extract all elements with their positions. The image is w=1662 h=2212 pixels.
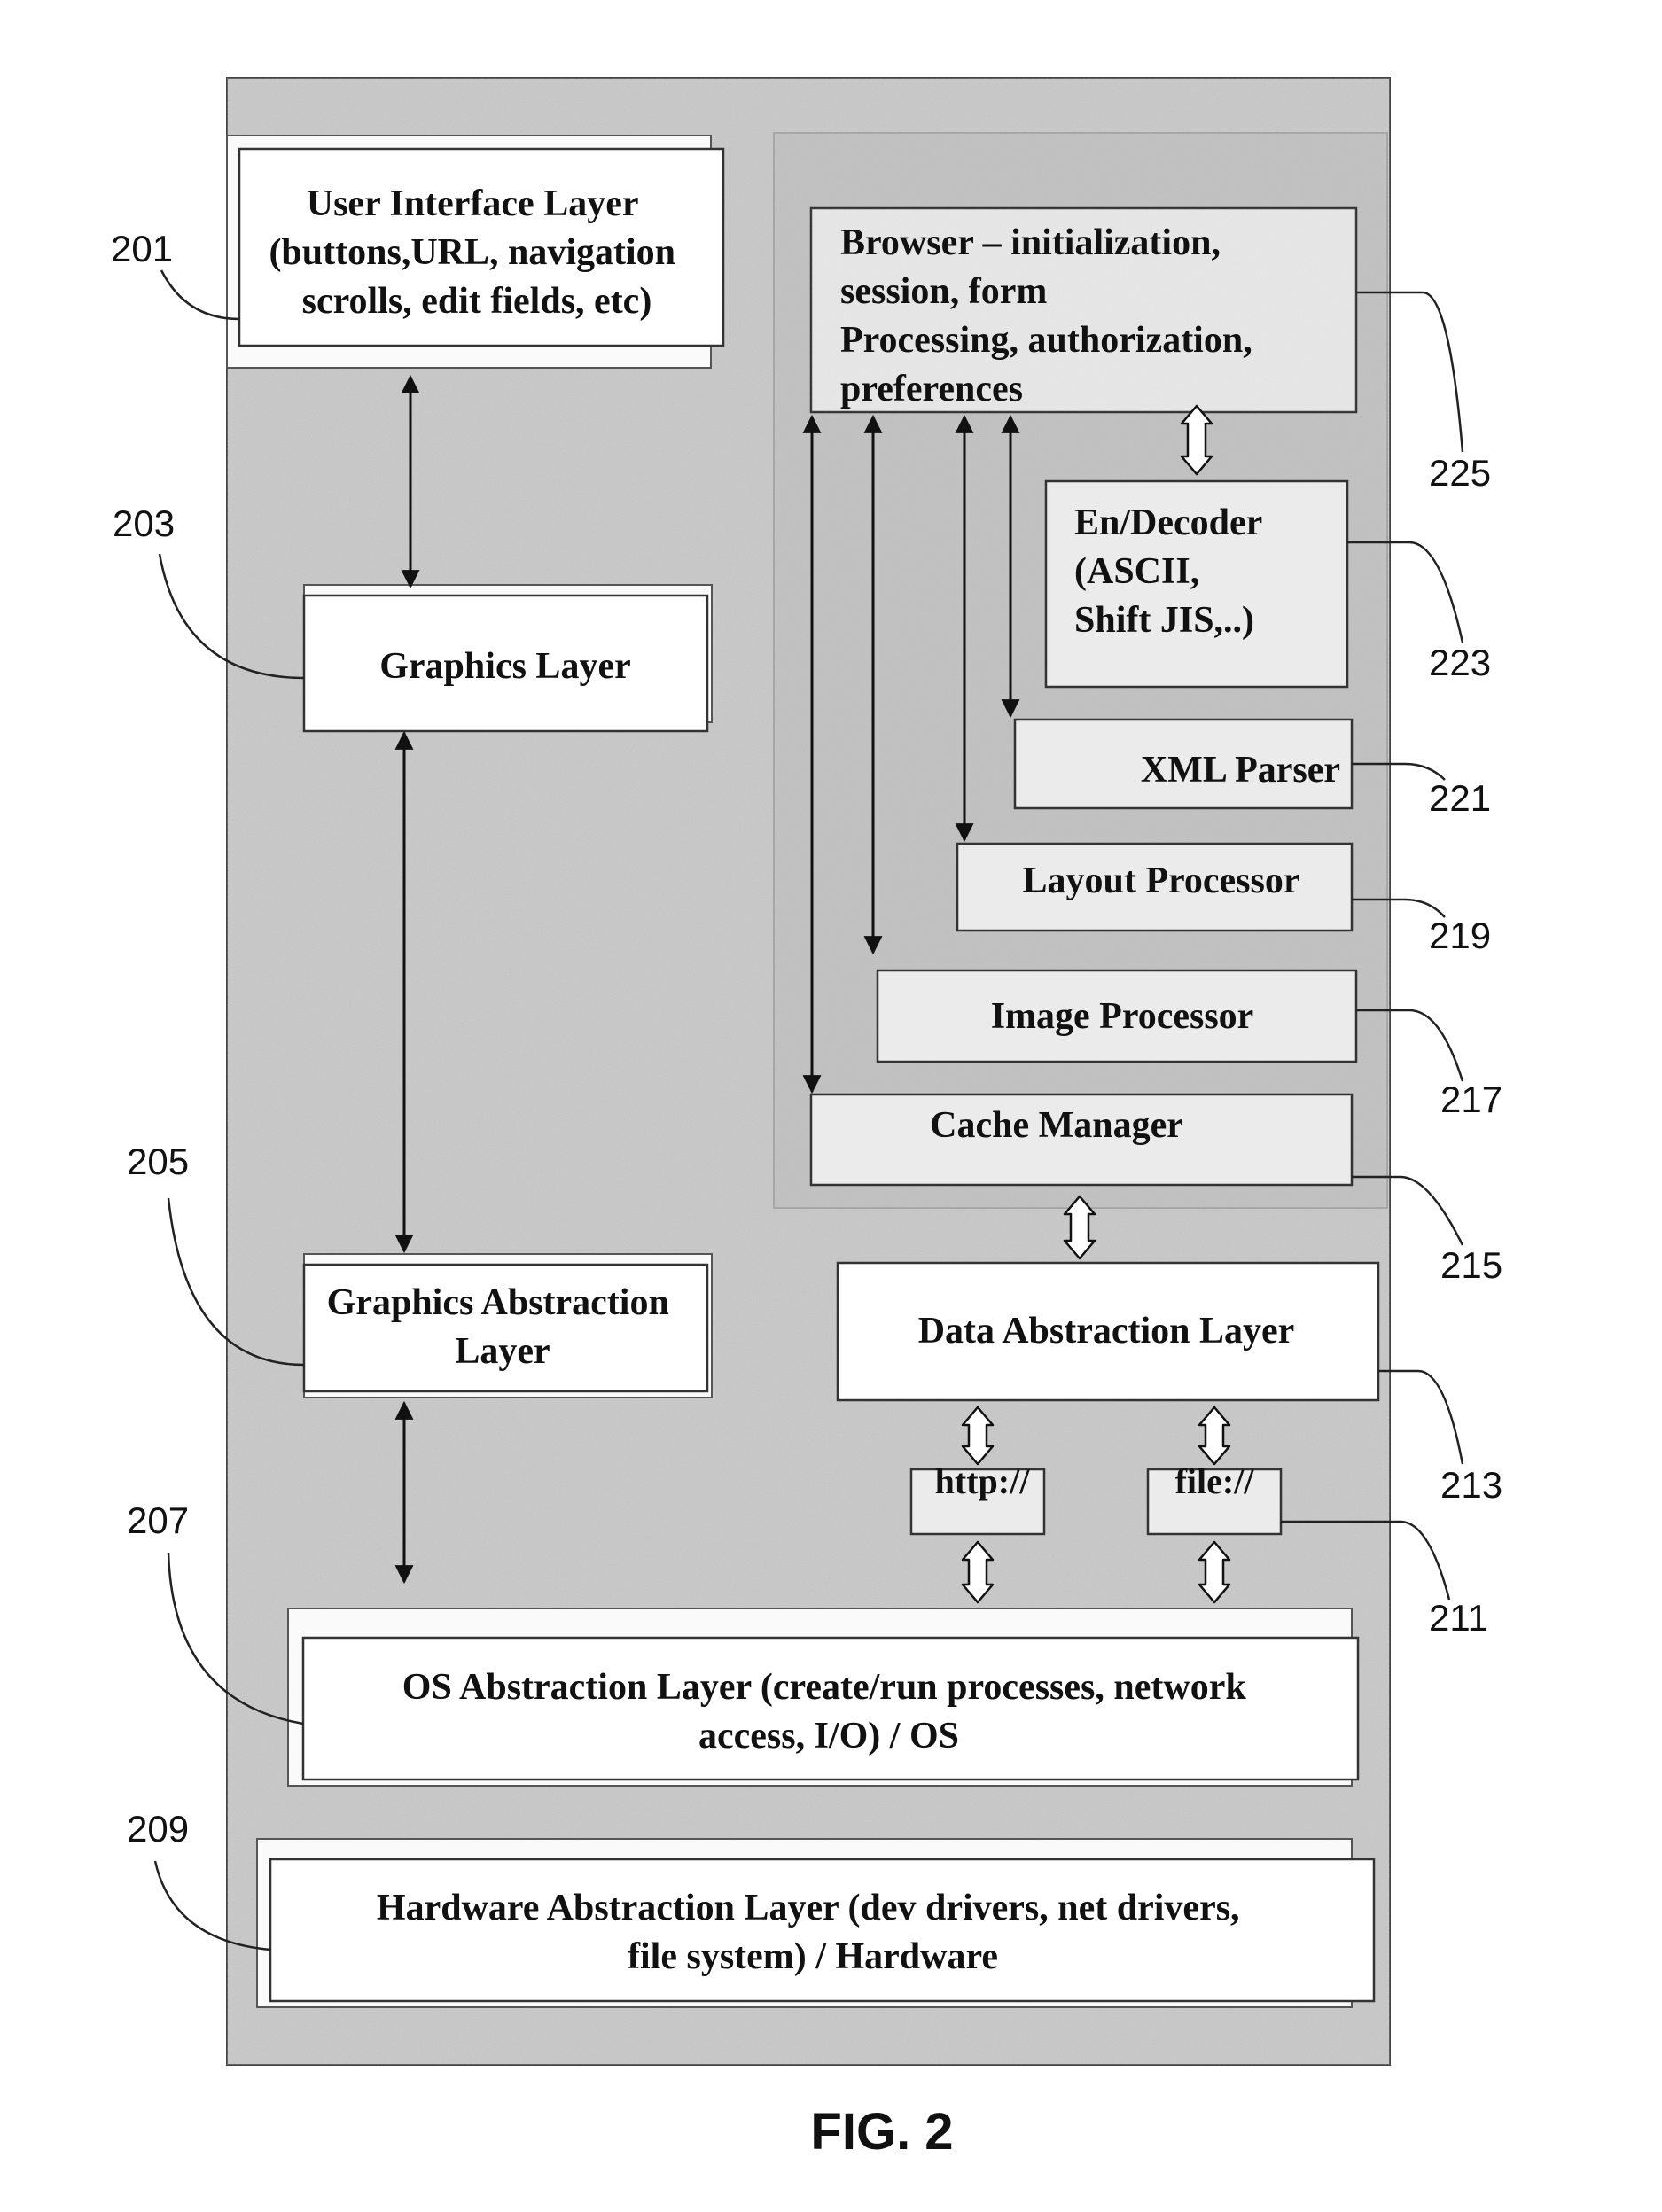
svg-text:Graphics Layer: Graphics Layer	[379, 646, 630, 687]
ref-205: 205	[127, 1141, 189, 1182]
image-processor-box: Image Processor	[878, 970, 1356, 1062]
ref-211: 211	[1429, 1597, 1488, 1639]
svg-text:225: 225	[1429, 452, 1491, 494]
graphics-layer-box: Graphics Layer	[304, 585, 712, 731]
svg-text:http://: http://	[935, 1461, 1031, 1501]
os-abstraction-box: OS Abstraction Layer (create/run process…	[288, 1608, 1358, 1786]
browser-line-2: session, form	[840, 271, 1047, 312]
svg-text:Data Abstraction Layer: Data Abstraction Layer	[918, 1311, 1295, 1351]
svg-text:file://: file://	[1175, 1461, 1255, 1501]
svg-text:203: 203	[113, 502, 175, 544]
svg-text:215: 215	[1440, 1244, 1502, 1286]
file-label: file://	[1175, 1461, 1255, 1501]
svg-text:205: 205	[127, 1141, 189, 1182]
decoder-box: En/Decoder (ASCII, Shift JIS,..)	[1046, 481, 1347, 687]
hardware-abstraction-line-1: Hardware Abstraction Layer (dev drivers,…	[377, 1888, 1240, 1928]
decoder-line-2: (ASCII,	[1074, 551, 1199, 592]
graphics-abstraction-line-1: Graphics Abstraction	[327, 1282, 669, 1323]
ui-layer-box: User Interface Layer (buttons,URL, navig…	[227, 136, 723, 368]
ref-223: 223	[1429, 642, 1491, 683]
ui-layer-line-2: (buttons,URL, navigation	[269, 232, 675, 273]
ref-201: 201	[111, 228, 173, 269]
layout-processor-box: Layout Processor	[957, 844, 1352, 931]
svg-text:User Interface Layer (bu: User Interface Layer (buttons,URL, navig…	[269, 183, 684, 322]
xml-parser-label: XML Parser	[1141, 750, 1340, 791]
xml-parser-box: XML Parser	[1015, 720, 1352, 808]
data-abstraction-box: Data Abstraction Layer	[838, 1263, 1378, 1400]
ref-225: 225	[1429, 452, 1491, 494]
http-protocol-box: http://	[911, 1461, 1044, 1534]
ui-layer-line-3: scrolls, edit fields, etc)	[302, 281, 652, 322]
browser-line-1: Browser – initialization,	[840, 222, 1221, 263]
graphics-layer-label: Graphics Layer	[379, 646, 630, 687]
ref-215: 215	[1440, 1244, 1502, 1286]
browser-box: Browser – initialization, session, form …	[811, 208, 1356, 412]
file-protocol-box: file://	[1148, 1461, 1281, 1534]
svg-text:FIG. 2: FIG. 2	[810, 2103, 953, 2161]
svg-text:Image Processor: Image Processor	[991, 996, 1254, 1037]
ref-203: 203	[113, 502, 175, 544]
cache-manager-label: Cache Manager	[930, 1105, 1183, 1146]
browser-line-3: Processing, authorization,	[840, 320, 1252, 361]
os-abstraction-line-1: OS Abstraction Layer (create/run process…	[402, 1667, 1247, 1708]
ui-layer-line-1: User Interface Layer	[307, 183, 638, 224]
svg-text:223: 223	[1429, 642, 1491, 683]
layout-processor-label: Layout Processor	[1022, 861, 1299, 901]
svg-text:217: 217	[1440, 1079, 1502, 1120]
data-abstraction-label: Data Abstraction Layer	[918, 1311, 1295, 1351]
ref-207: 207	[127, 1499, 189, 1541]
browser-line-4: preferences	[840, 369, 1023, 409]
ref-209: 209	[127, 1808, 189, 1850]
os-abstraction-line-2: access, I/O) / OS	[698, 1716, 959, 1756]
graphics-abstraction-line-2: Layer	[455, 1331, 550, 1372]
svg-text:219: 219	[1429, 915, 1491, 956]
svg-text:209: 209	[127, 1808, 189, 1850]
ref-221: 221	[1429, 777, 1491, 819]
svg-text:XML Parser: XML Parser	[1141, 750, 1340, 791]
ref-219: 219	[1429, 915, 1491, 956]
hardware-abstraction-line-2: file system) / Hardware	[628, 1936, 998, 1977]
decoder-line-1: En/Decoder	[1074, 502, 1262, 543]
figure-label: FIG. 2	[810, 2103, 953, 2161]
cache-manager-box: Cache Manager	[811, 1094, 1352, 1185]
svg-text:211: 211	[1429, 1597, 1488, 1639]
graphics-abstraction-box: Graphics Abstraction Layer	[304, 1254, 712, 1398]
hardware-abstraction-box: Hardware Abstraction Layer (dev drivers,…	[257, 1839, 1374, 2007]
http-label: http://	[935, 1461, 1031, 1501]
svg-text:207: 207	[127, 1499, 189, 1541]
image-processor-label: Image Processor	[991, 996, 1254, 1037]
lead-213	[1378, 1371, 1463, 1464]
ref-213: 213	[1440, 1464, 1502, 1506]
svg-text:213: 213	[1440, 1464, 1502, 1506]
svg-text:Layout Processor: Layout Processor	[1022, 861, 1299, 901]
svg-text:Cache Manager: Cache Manager	[930, 1105, 1183, 1146]
svg-text:201: 201	[111, 228, 173, 269]
decoder-line-3: Shift JIS,..)	[1074, 600, 1254, 641]
ref-217: 217	[1440, 1079, 1502, 1120]
svg-text:221: 221	[1429, 777, 1491, 819]
